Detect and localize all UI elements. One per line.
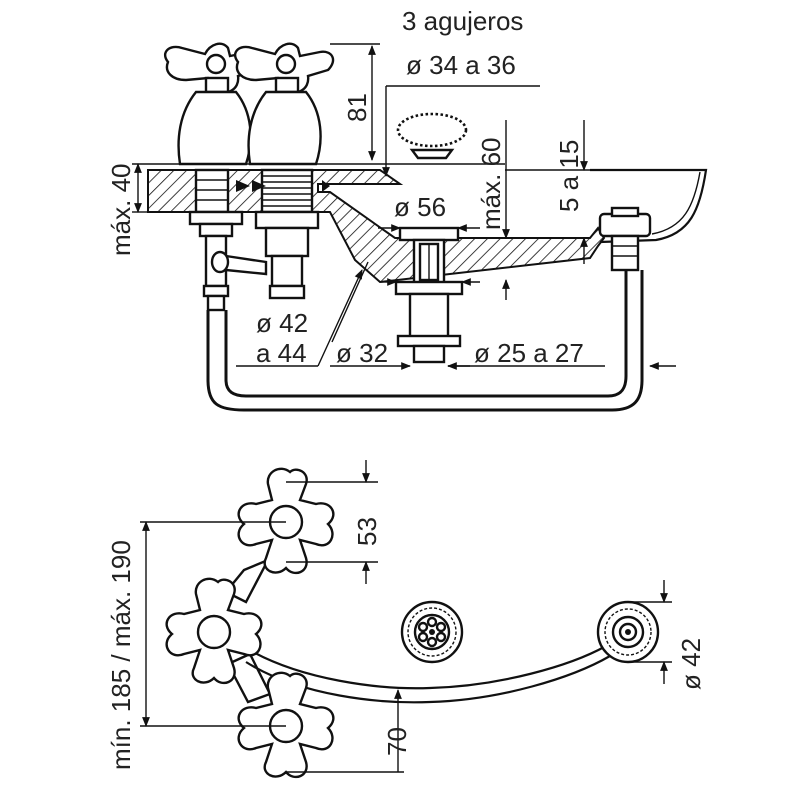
label-holes-diameter: ø 34 a 36 — [406, 50, 516, 80]
chain-plug — [396, 112, 468, 160]
label-spacing-53: 53 — [352, 517, 382, 546]
label-spacing-70: 70 — [382, 727, 412, 756]
label-holes-title: 3 agujeros — [402, 6, 523, 36]
label-max-40: máx. 40 — [106, 164, 136, 257]
top-handle-middle — [165, 577, 263, 685]
overflow-connector — [598, 206, 652, 272]
label-height-81: 81 — [342, 93, 372, 122]
top-handle-upper — [237, 467, 335, 575]
middle-handle — [233, 42, 335, 166]
basin-bowl — [590, 168, 708, 244]
left-handle — [163, 42, 265, 166]
label-max-60: máx. 60 — [476, 138, 506, 231]
top-drain — [400, 600, 464, 664]
label-dia-32: ø 32 — [336, 338, 388, 368]
basin-inner — [651, 171, 701, 235]
left-valve-body — [188, 168, 244, 312]
side-view: 3 agujeros ø 34 a 36 81 máx. 40 máx. 60 … — [106, 6, 708, 412]
label-dia-42-line2: a 44 — [256, 338, 307, 368]
label-dia-42-line1: ø 42 — [256, 308, 308, 338]
label-range-185-190: mín. 185 / máx. 190 — [106, 540, 136, 770]
top-flex-hose — [245, 645, 607, 690]
flex-pipe — [206, 270, 644, 412]
label-dia-25-27: ø 25 a 27 — [474, 338, 584, 368]
middle-valve-body — [210, 168, 320, 300]
top-overflow — [596, 600, 660, 664]
drain-assembly — [394, 226, 464, 364]
label-dia-56: ø 56 — [394, 192, 446, 222]
label-dia-42-top: ø 42 — [676, 638, 706, 690]
top-view: mín. 185 / máx. 190 53 ø 42 70 — [106, 460, 706, 779]
label-range-5-15: 5 a 15 — [554, 140, 584, 212]
